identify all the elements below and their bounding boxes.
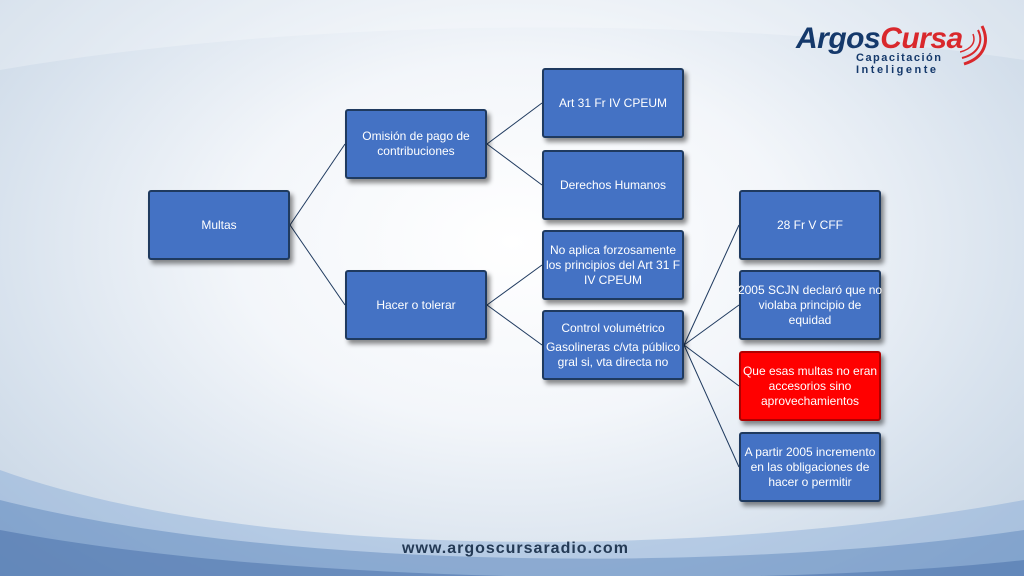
connector-hacer-noaplica [486,264,543,306]
node-text-line: equidad [788,312,832,327]
node-text-line: A partir 2005 incremento [744,444,876,459]
connector-control-multas [683,344,740,387]
connector-control-cff28 [683,224,740,346]
node-text-line: hacer o permitir [768,474,852,489]
connector-root-omision [289,143,346,226]
logo-name-part1: Argos [796,22,881,55]
logo-name-part2: Cursa [880,22,963,55]
node-text-line: Control volumétrico [561,320,665,335]
node-text-line: No aplica forzosamente [549,242,677,257]
node-text-line: Art 31 Fr IV CPEUM [558,95,668,110]
logo-wordmark: ArgosCursa [796,22,963,56]
argoscursa-logo: ArgosCursa Capacitación Inteligente [792,22,1002,76]
node-text-line: Multas [201,217,237,232]
node-text-line: en las obligaciones de [750,459,870,474]
node-text-line: aprovechamientos [760,393,860,408]
node-text-line: IV CPEUM [583,272,642,287]
connector-root-hacer [289,224,346,306]
node-multas: Multas [148,190,290,260]
node-text-line: Gasolineras c/vta público [545,339,681,354]
node-text-line: 28 Fr V CFF [776,217,843,232]
node-text-line: contribuciones [377,144,455,158]
connector-omision-derechos [486,143,543,186]
connector-hacer-control [486,304,543,346]
node-art31: Art 31 Fr IV CPEUM [542,68,684,138]
node-text-line: Que esas multas no eran [742,363,878,378]
node-text-line: Hacer o tolerar [376,297,456,312]
node-text-line: 2005 SCJN declaró que no [737,282,883,297]
logo-arc-icon [960,25,987,66]
node-text-line: los principios del Art 31 F [545,257,681,272]
node-text-line: accesorios sino [768,378,852,393]
node-text-line: violaba principio de [758,297,862,312]
node-text-line: gral si, vta directa no [557,354,669,369]
logo-tagline-2: Inteligente [856,64,939,76]
logo-tagline-1: Capacitación [856,52,943,64]
connector-control-partir2005 [683,344,740,468]
node-28-fr-v-cff: 28 Fr V CFF [739,190,881,260]
footer-url: www.argoscursaradio.com [402,540,629,557]
node-hacer-tolerar: Hacer o tolerar [345,270,487,340]
node-text-line: Omisión de pago de [362,129,470,143]
node-text-line: Derechos Humanos [559,177,667,192]
connector-control-scjn [683,304,740,346]
node-derechos-humanos: Derechos Humanos [542,150,684,220]
connector-omision-art31 [486,102,543,145]
